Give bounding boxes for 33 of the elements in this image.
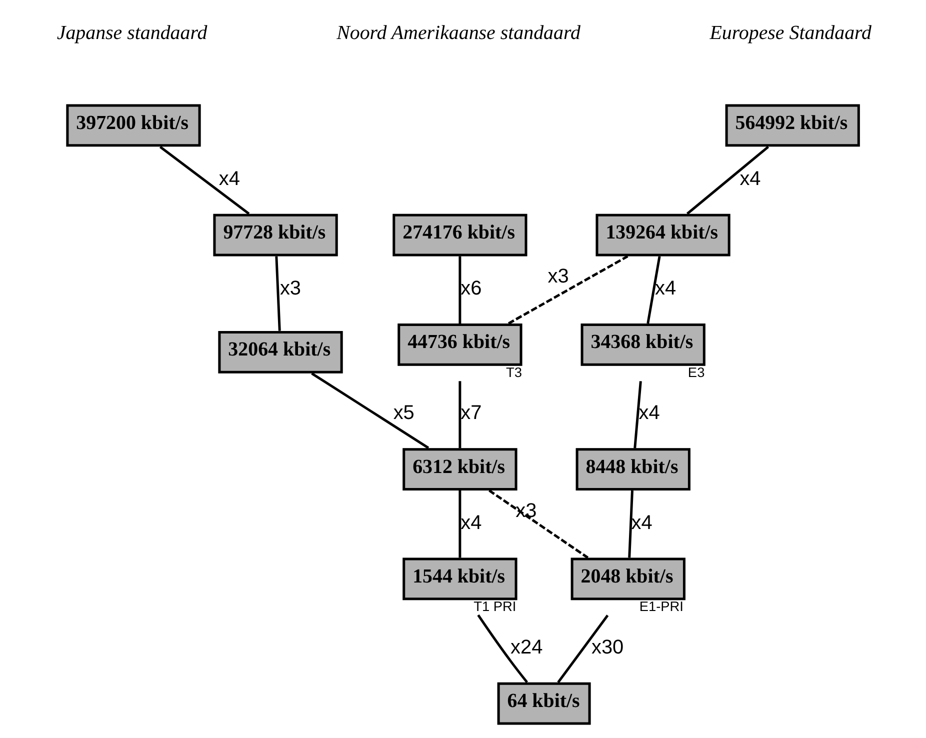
connector [274, 256, 280, 331]
node-label: T1 PRI [473, 599, 516, 614]
connector [633, 381, 642, 448]
label: Japanse standaard [56, 22, 207, 44]
edge-label: x3 [547, 266, 568, 288]
edge-label: x4 [638, 402, 660, 424]
connector [646, 256, 660, 324]
connector [507, 255, 628, 325]
edge-label: x4 [218, 168, 240, 190]
node-label: T3 [506, 364, 522, 380]
node-label: E3 [687, 364, 704, 380]
edge-label: x6 [460, 278, 482, 300]
connector [458, 256, 461, 324]
edge-label: x3 [279, 278, 301, 300]
connector [628, 490, 633, 558]
connector [488, 490, 588, 559]
edge-label: x4 [654, 278, 676, 300]
connector [158, 146, 250, 215]
connector [686, 146, 769, 215]
edge-label: x24 [510, 636, 542, 658]
connector [458, 381, 461, 448]
label: Europese Standaard [709, 22, 872, 44]
edge-label: x4 [739, 168, 760, 190]
connector [556, 614, 608, 684]
connector [476, 614, 528, 684]
connector [458, 490, 461, 558]
node-label: E1-PRI [638, 599, 683, 614]
edge-label: x5 [392, 402, 414, 424]
connector [310, 372, 429, 449]
edge-label: x30 [591, 636, 624, 658]
edge-label: x7 [460, 402, 482, 424]
edge-label: x4 [460, 512, 482, 534]
label: Noord Amerikaanse standaard [336, 22, 580, 44]
